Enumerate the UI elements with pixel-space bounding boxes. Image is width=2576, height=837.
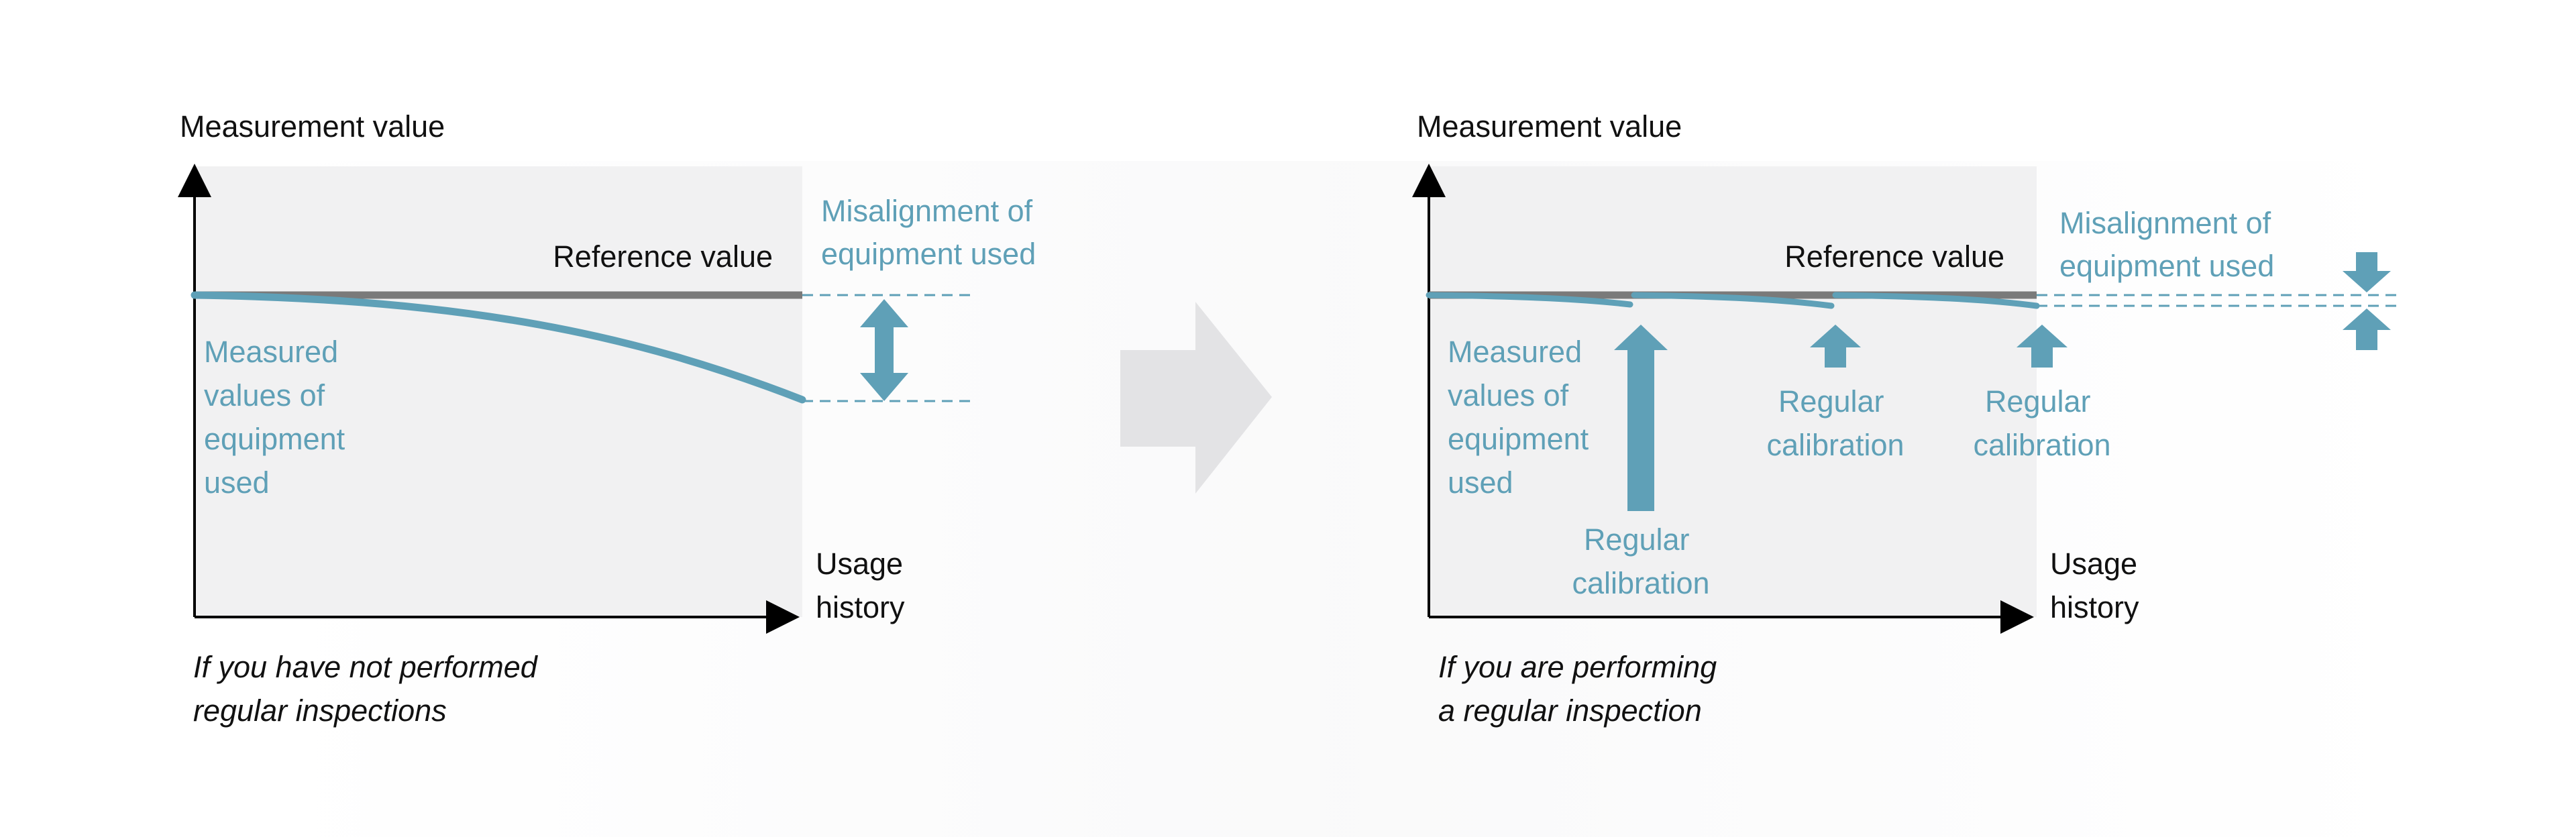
measured-label-line3: equipment: [1448, 422, 1589, 456]
x-axis-label: Usage history: [816, 547, 912, 624]
right-panel: Measurement value Reference value Misali…: [1412, 109, 2399, 728]
measured-segment-2: [1631, 292, 1835, 309]
measured-values-label: Measured values of equipment used: [204, 335, 354, 500]
x-axis-label: Usage history: [2050, 547, 2146, 624]
x-axis-label-line2: history: [2050, 590, 2139, 624]
calibration-1-line1: Regular: [1584, 522, 1690, 557]
double-arrow-icon: [860, 299, 908, 401]
x-axis-label-line1: Usage: [2050, 547, 2137, 581]
calibration-2-line1: Regular: [1778, 384, 1884, 418]
caption-line2: a regular inspection: [1438, 693, 1702, 728]
up-arrow-icon: [1810, 325, 1861, 368]
right-arrow-icon: [1120, 302, 1272, 494]
caption-line1: If you have not performed: [193, 650, 539, 684]
y-axis-label: Measurement value: [1417, 109, 1682, 144]
caption-line1: If you are performing: [1438, 650, 1717, 684]
calibration-1-line2: calibration: [1572, 566, 1709, 600]
misalignment-label: Misalignment of equipment used: [2059, 206, 2279, 283]
measured-label-line2: values of: [204, 378, 325, 412]
measured-label-line2: values of: [1448, 378, 1569, 412]
x-axis-label-line2: history: [816, 590, 905, 624]
up-arrow-icon: [2017, 325, 2068, 368]
misalignment-label: Misalignment of equipment used: [821, 194, 1041, 271]
plot-area: [1429, 166, 2037, 617]
y-axis-label: Measurement value: [180, 109, 445, 144]
x-axis-arrowhead-icon: [2000, 600, 2034, 634]
misalignment-label-line2: equipment used: [821, 237, 1036, 271]
measured-segment-3: [1832, 292, 2040, 309]
tall-up-arrow-icon: [1614, 325, 1668, 511]
measured-label-line1: Measured: [204, 335, 338, 369]
calibration-3-line1: Regular: [1985, 384, 2091, 418]
x-axis-label-line1: Usage: [816, 547, 903, 581]
calibration-label-3: Regular calibration: [1973, 384, 2110, 462]
measured-label-line3: equipment: [204, 422, 345, 456]
y-axis-arrowhead-icon: [1412, 164, 1446, 197]
reference-label: Reference value: [1784, 239, 2004, 274]
misalignment-label-line1: Misalignment of: [2059, 206, 2271, 240]
measured-label-line1: Measured: [1448, 335, 1582, 369]
calibration-2-line2: calibration: [1766, 428, 1904, 462]
misalignment-label-line2: equipment used: [2059, 249, 2274, 283]
reference-label: Reference value: [553, 239, 773, 274]
measured-segment-1: [1426, 292, 1633, 308]
calibration-3-line2: calibration: [1973, 428, 2110, 462]
measured-values-label: Measured values of equipment used: [1448, 335, 1597, 500]
measured-label-line4: used: [204, 465, 270, 500]
caption-line2: regular inspections: [193, 693, 447, 728]
measured-values-curve: [191, 291, 806, 404]
plot-area: [195, 166, 802, 617]
x-axis-arrowhead-icon: [766, 600, 800, 634]
caption: If you are performing a regular inspecti…: [1438, 650, 1725, 728]
calibration-label-2: Regular calibration: [1766, 384, 1904, 462]
measured-label-line4: used: [1448, 465, 1513, 500]
misalignment-label-line1: Misalignment of: [821, 194, 1033, 228]
caption: If you have not performed regular inspec…: [193, 650, 545, 728]
left-panel: Measurement value Reference value Misali…: [178, 109, 1041, 728]
y-axis-arrowhead-icon: [178, 164, 211, 197]
down-arrow-icon: [2343, 252, 2391, 292]
calibration-label-1: Regular calibration: [1572, 522, 1709, 600]
up-arrow-icon: [2343, 309, 2391, 350]
